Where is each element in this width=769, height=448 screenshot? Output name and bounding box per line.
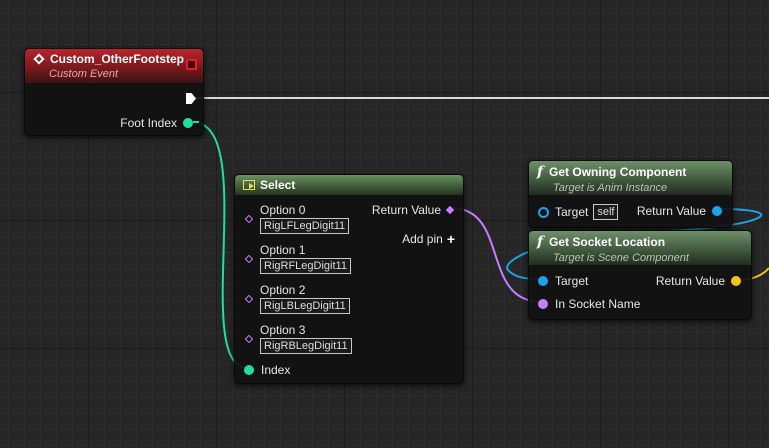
- event-diamond-icon: [33, 53, 45, 65]
- option-2-pin-icon[interactable]: [244, 294, 254, 304]
- plus-icon: +: [446, 231, 455, 247]
- socket-target-pin-icon[interactable]: [538, 276, 548, 286]
- index-label: Index: [261, 363, 291, 377]
- select-header[interactable]: Select: [235, 175, 463, 195]
- add-pin-button[interactable]: Add pin +: [402, 231, 455, 247]
- custom-event-subtitle: Custom Event: [49, 68, 119, 80]
- option-0-value-field[interactable]: RigLFLegDigit11: [260, 218, 350, 234]
- select-node[interactable]: Select Return Value Add pin + Option 0 R…: [234, 174, 464, 384]
- get-owning-component-title: Get Owning Component: [549, 165, 687, 179]
- option-0-label: Option 0: [260, 203, 306, 217]
- select-return-value-label: Return Value: [371, 203, 441, 217]
- delegate-pin-icon[interactable]: [186, 59, 197, 70]
- function-icon: f: [537, 164, 544, 180]
- get-owning-component-subtitle: Target is Anim Instance: [553, 182, 668, 194]
- owning-target-pin-icon[interactable]: [538, 206, 549, 218]
- option-2-label: Option 2: [260, 283, 306, 297]
- option-3-value-field[interactable]: RigRBLegDigit11: [260, 338, 352, 354]
- select-icon: [243, 180, 255, 190]
- socket-return-value-pin-icon[interactable]: [731, 276, 741, 286]
- custom-event-node[interactable]: Custom_OtherFootstep Custom Event Foot I…: [24, 48, 204, 136]
- foot-index-label: Foot Index: [120, 116, 177, 130]
- index-pin-icon[interactable]: [244, 365, 254, 375]
- get-owning-component-node[interactable]: f Get Owning Component Target is Anim Ins…: [528, 160, 733, 228]
- option-3-pin-icon[interactable]: [244, 334, 254, 344]
- foot-index-pin-icon[interactable]: [183, 118, 193, 128]
- add-pin-label: Add pin: [402, 232, 443, 246]
- owning-return-value-label: Return Value: [636, 204, 706, 218]
- exec-output-pin-icon[interactable]: [186, 93, 196, 104]
- owning-return-value-pin-icon[interactable]: [712, 206, 722, 216]
- get-owning-component-header[interactable]: f Get Owning Component Target is Anim Ins…: [529, 161, 732, 195]
- socket-return-value-label: Return Value: [655, 274, 725, 288]
- owning-target-value: self: [593, 204, 619, 220]
- select-title: Select: [260, 178, 296, 192]
- socket-name-pin-icon[interactable]: [538, 299, 548, 309]
- custom-event-title: Custom_OtherFootstep: [50, 52, 185, 66]
- option-3-label: Option 3: [260, 323, 306, 337]
- get-socket-location-title: Get Socket Location: [549, 235, 666, 249]
- option-1-pin-icon[interactable]: [244, 254, 254, 264]
- owning-target-label: Target: [555, 205, 589, 219]
- get-socket-location-header[interactable]: f Get Socket Location Target is Scene Com…: [529, 231, 751, 265]
- option-0-pin-icon[interactable]: [244, 214, 254, 224]
- function-icon: f: [537, 234, 544, 250]
- get-socket-location-subtitle: Target is Scene Component: [553, 252, 689, 264]
- select-return-value-pin-icon[interactable]: [445, 205, 455, 215]
- option-1-value-field[interactable]: RigRFLegDigit11: [260, 258, 351, 274]
- custom-event-header[interactable]: Custom_OtherFootstep Custom Event: [25, 49, 203, 83]
- socket-name-label: In Socket Name: [555, 297, 641, 311]
- get-socket-location-node[interactable]: f Get Socket Location Target is Scene Com…: [528, 230, 752, 320]
- socket-target-label: Target: [555, 274, 589, 288]
- option-1-label: Option 1: [260, 243, 306, 257]
- foot-index-pin-stub: [193, 121, 199, 123]
- option-2-value-field[interactable]: RigLBLegDigit11: [260, 298, 350, 314]
